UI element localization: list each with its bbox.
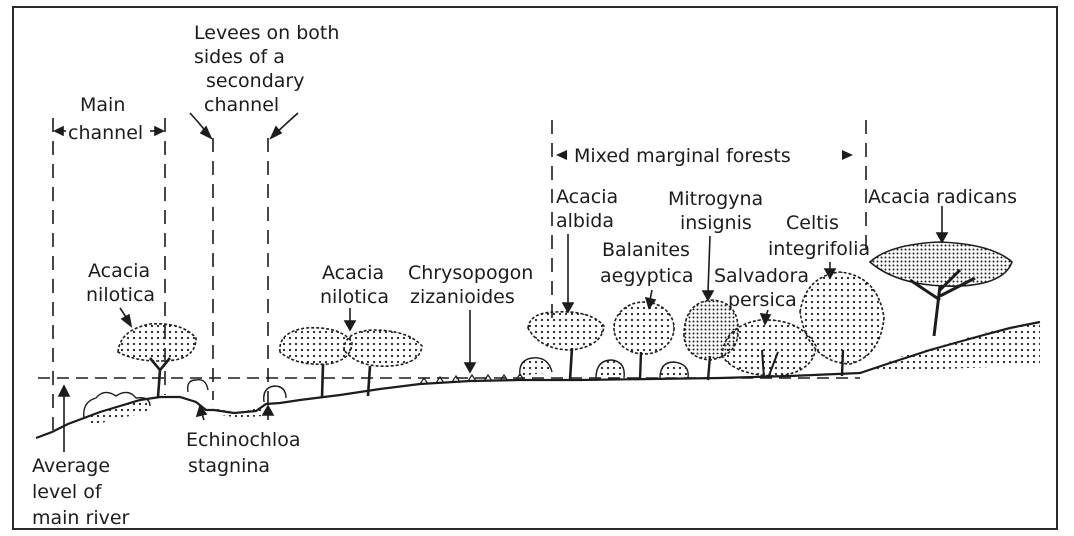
label-acacia-nilotica-mid-1: Acacia <box>322 262 384 284</box>
acacia-nilotica-tree-left <box>118 324 196 397</box>
label-echinochloa-1: Echinochloa <box>186 429 300 451</box>
label-acacia-radicans: Acacia radicans <box>868 186 1017 208</box>
label-levees-1: Levees on both <box>194 22 339 44</box>
label-acacia-nilotica-mid-2: nilotica <box>320 286 389 308</box>
label-levees-3: secondary <box>206 70 304 92</box>
label-acacia-albida-2: albida <box>556 210 614 232</box>
label-echinochloa-2: stagnina <box>188 455 270 477</box>
label-mitrogyna-2: insignis <box>680 212 752 234</box>
levee-arrows <box>190 113 298 138</box>
label-main-channel-2: channel <box>68 122 143 144</box>
label-chrysopogon-2: zizanioides <box>410 286 515 308</box>
label-balanites-1: Balanites <box>602 239 690 261</box>
label-acacia-albida-1: Acacia <box>556 186 618 208</box>
label-mixed-marginal-forests: Mixed marginal forests <box>574 145 791 167</box>
label-balanites-2: aegyptica <box>600 265 694 287</box>
label-celtis-1: Celtis <box>786 212 839 234</box>
label-acacia-nilotica-left-2: nilotica <box>86 284 155 306</box>
label-mitrogyna-1: Mitrogyna <box>668 188 763 210</box>
label-acacia-nilotica-left-1: Acacia <box>88 260 150 282</box>
label-main-channel-1: Main <box>80 94 125 116</box>
right-bank-stipple <box>870 322 1040 372</box>
label-chrysopogon-1: Chrysopogon <box>408 262 533 284</box>
salvadora-tree <box>722 320 816 378</box>
label-salvadora-1: Salvadora <box>714 265 809 287</box>
acacia-albida-tree <box>520 312 604 380</box>
acacia-radicans-tree <box>870 242 1012 336</box>
secondary-channel-stipple <box>210 404 262 418</box>
label-salvadora-2: persica <box>728 289 797 311</box>
label-average-level-2: level of <box>32 481 103 503</box>
celtis-tree <box>800 272 884 376</box>
label-celtis-2: integrifolia <box>768 238 870 260</box>
label-average-level-1: Average <box>32 455 110 477</box>
label-average-level-3: main river <box>32 507 130 529</box>
label-levees-4: channel <box>204 94 279 116</box>
label-levees-2: sides of a <box>194 46 285 68</box>
